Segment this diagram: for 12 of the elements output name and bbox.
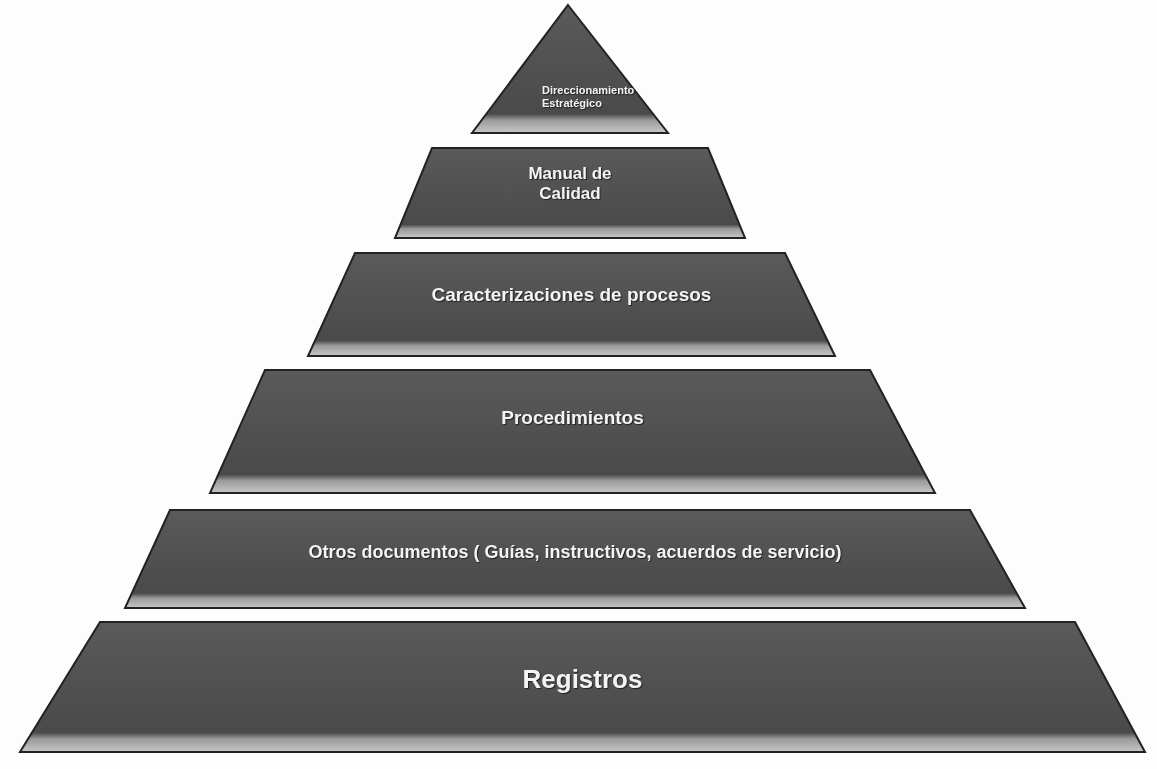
level-label: Registros — [521, 664, 644, 695]
level-label: Procedimientos — [500, 406, 645, 429]
level-label: Otros documentos ( Guías, instructivos, acuerdos de servicio) — [307, 542, 843, 563]
pyramid-level — [125, 510, 1025, 608]
pyramid-level — [20, 622, 1145, 752]
level-label: Manual de Calidad — [527, 164, 613, 204]
pyramid-level — [472, 5, 668, 133]
level-label: Caracterizaciones de procesos — [430, 283, 713, 306]
level-label: Direccionamiento Estratégico — [541, 84, 636, 110]
pyramid-level — [210, 370, 935, 493]
pyramid-level — [308, 253, 835, 356]
pyramid-level — [395, 148, 745, 238]
